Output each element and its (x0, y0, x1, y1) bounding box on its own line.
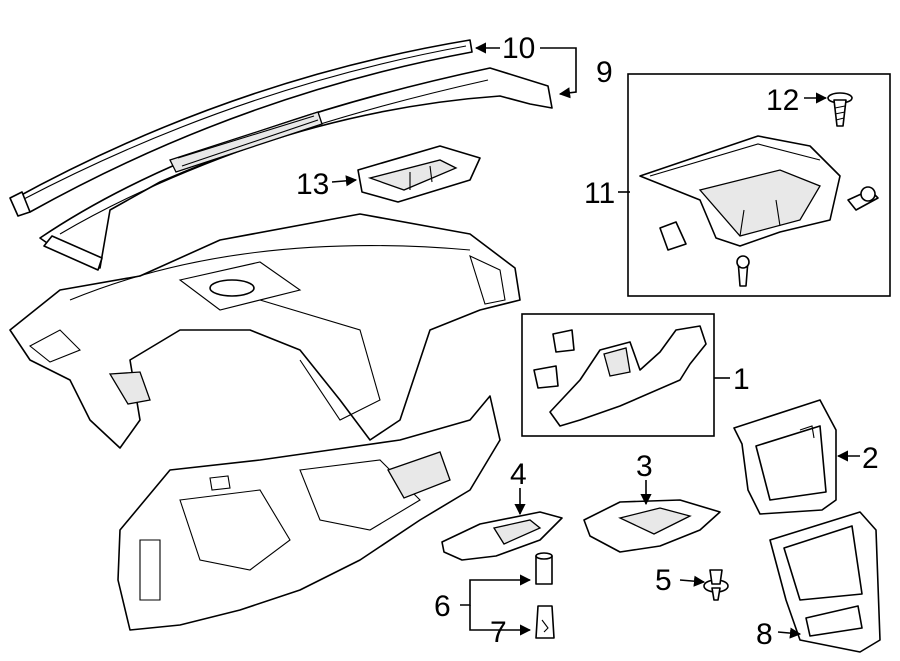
leader-lines (331, 42, 860, 639)
leader-9 (540, 47, 577, 99)
leader-13 (331, 175, 358, 187)
callout-1: 1 (733, 363, 750, 396)
callout-7: 7 (490, 616, 507, 649)
part-2-trim-bezel (733, 399, 837, 515)
callout-5: 5 (655, 564, 672, 597)
part-9-upper-trim-panel (39, 67, 553, 271)
part-5-push-clip (703, 569, 729, 601)
part-12-screw (827, 92, 853, 127)
instrument-panel-lower (117, 395, 501, 631)
part-7-bulb (535, 605, 555, 639)
leader-8 (777, 627, 802, 639)
callout-12: 12 (766, 84, 799, 117)
instrument-panel-upper (9, 213, 521, 449)
part-1-bracket-set (521, 313, 715, 437)
callout-11: 11 (584, 177, 615, 210)
part-6-bulb-socket (535, 552, 553, 585)
part-11-glove-box (627, 73, 891, 297)
part-4-bracket (441, 511, 563, 561)
callout-13: 13 (296, 168, 329, 201)
part-3-bracket (583, 499, 721, 553)
part-8-trim-panel (769, 511, 881, 653)
callout-6: 6 (434, 590, 451, 623)
leader-5 (679, 575, 706, 587)
leader-6 (460, 574, 532, 606)
callout-10: 10 (502, 32, 535, 65)
leader-7 (469, 605, 532, 636)
part-13-bracket (357, 145, 481, 203)
callout-8: 8 (756, 618, 773, 651)
callout-2: 2 (862, 442, 879, 475)
callouts: 10 9 13 12 11 1 2 3 4 5 6 7 8 (296, 32, 879, 651)
callout-4: 4 (510, 458, 527, 491)
callout-3: 3 (636, 450, 653, 483)
callout-9: 9 (596, 56, 613, 89)
part-10-garnish-strip (9, 39, 473, 217)
